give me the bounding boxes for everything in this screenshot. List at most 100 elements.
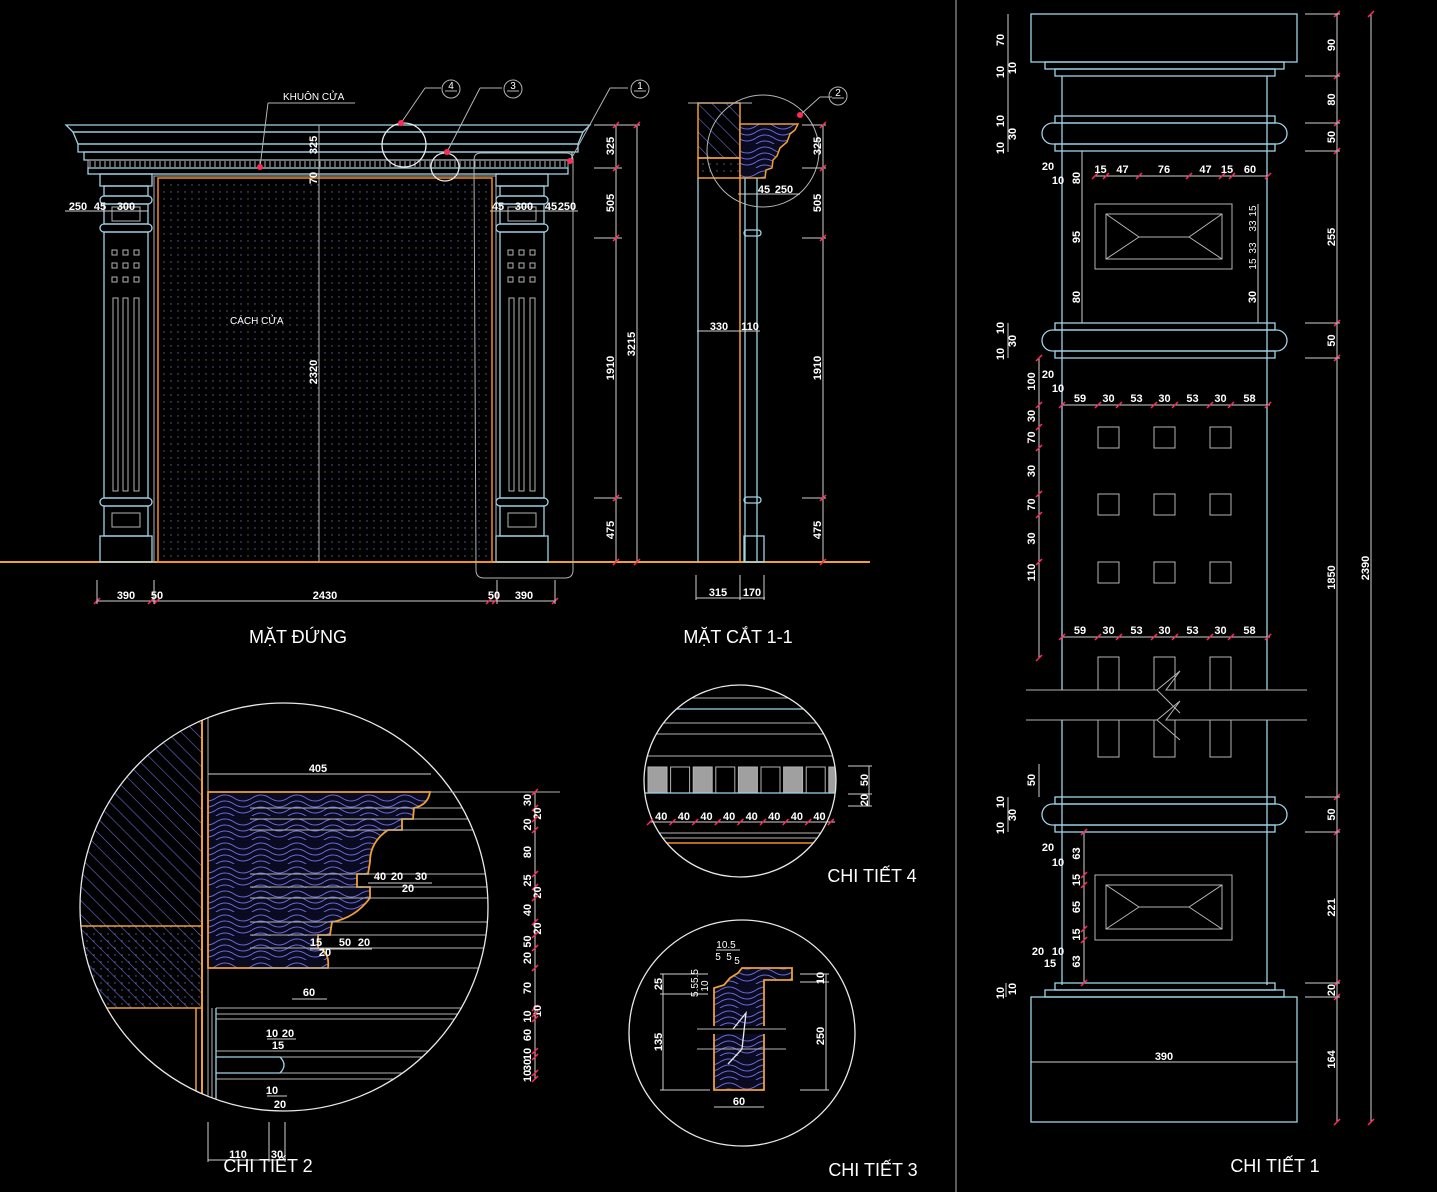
dim-text: 330: [710, 321, 728, 333]
dim-text: 20: [522, 952, 534, 964]
dim-text: 60: [303, 987, 315, 999]
dim-text: 110: [229, 1149, 247, 1161]
grid-square: [1153, 561, 1176, 584]
dim-text: 505: [605, 194, 617, 212]
dim-text: 40: [678, 811, 690, 823]
dim-text: 10: [995, 822, 1007, 834]
dim-text: 40: [522, 904, 534, 916]
dim-tick: [646, 818, 654, 826]
dim-text: 50: [151, 590, 163, 602]
callout-label: 2: [835, 88, 841, 99]
callout-2[interactable]: 2: [828, 86, 848, 106]
callout-3[interactable]: 3: [503, 79, 523, 99]
callout-label: 1: [637, 81, 643, 92]
dim-text: 3215: [626, 332, 638, 356]
callout-label: 3: [510, 81, 516, 92]
dim-text: 30: [1007, 128, 1019, 140]
dim-text: 30: [1026, 465, 1038, 477]
dim-text: 65: [1071, 901, 1083, 913]
dim-text: 10: [522, 1010, 534, 1022]
square-grid: [1097, 426, 1232, 584]
dim-text: 221: [1326, 898, 1338, 916]
dim-text: 20: [532, 886, 544, 898]
dim-text: 15: [1071, 874, 1083, 886]
dim-tick: [1035, 490, 1043, 498]
dim-tick: [531, 1010, 539, 1018]
dim-text: 325: [605, 137, 617, 155]
callout-1[interactable]: 1: [630, 79, 650, 99]
dim-text: 10: [995, 115, 1007, 127]
dentil-block: [805, 766, 826, 794]
dim-text: 30: [415, 871, 427, 883]
dim-text: 53: [1130, 393, 1142, 405]
dim-tick: [1115, 633, 1123, 641]
label-khuon-cua: KHUÔN CỬA: [283, 90, 345, 103]
dim-text: 390: [1155, 1051, 1173, 1063]
dim-tick: [759, 818, 767, 826]
dim-text: 58: [1243, 625, 1255, 637]
view-title-elevation: MẶT ĐỨNG: [249, 626, 347, 647]
dim-text: 5: [715, 952, 721, 963]
dim-text: 30: [1158, 625, 1170, 637]
dim-tick: [1080, 979, 1088, 987]
dim-text: 2320: [308, 360, 320, 384]
dim-tick: [531, 931, 539, 939]
dim-tick: [1080, 828, 1088, 836]
dim-text: 20: [358, 937, 370, 949]
dim-text: 30: [1007, 335, 1019, 347]
elevation-dimensions: 390 50 2430 50 390 250 45 300 45 300 45 …: [65, 121, 641, 605]
dim-text: 505: [812, 194, 824, 212]
dim-text: 110: [1026, 564, 1038, 582]
dim-text: 1850: [1326, 565, 1338, 589]
callout-4[interactable]: 4: [441, 79, 461, 99]
dim-tick: [1035, 511, 1043, 519]
dim-text: 45: [94, 201, 106, 213]
dim-tick: [1150, 633, 1158, 641]
dim-text: 110: [741, 321, 759, 333]
dim-text: 2390: [1360, 556, 1372, 580]
dim-text: 10: [522, 1048, 534, 1060]
dim-text: 250: [815, 1027, 827, 1045]
dim-text: 70: [1026, 431, 1038, 443]
dim-text: 15: [1221, 164, 1233, 176]
dim-tick: [1227, 633, 1235, 641]
dentil-block: [737, 766, 758, 794]
dim-text: 255: [1326, 228, 1338, 246]
grid-square: [1153, 426, 1176, 449]
view-title-detail4: CHI TIẾT 4: [827, 865, 916, 886]
view-title-detail1: CHI TIẾT 1: [1230, 1155, 1319, 1176]
dim-text: 15: [310, 937, 322, 949]
dim-text: 45: [758, 184, 770, 196]
label-cach-cua: CÁCH CỬA: [230, 314, 284, 327]
dim-tick: [1367, 10, 1375, 18]
dim-tick: [1171, 401, 1179, 409]
dim-text: 10.5: [716, 940, 736, 951]
dim-text: 50: [1026, 774, 1038, 786]
dim-tick: [531, 1004, 539, 1012]
grid-square: [1153, 493, 1176, 516]
dim-tick: [1218, 172, 1226, 180]
dentil-block: [783, 766, 804, 794]
dim-tick: [1080, 881, 1088, 889]
dim-text: 170: [743, 587, 761, 599]
dim-tick: [531, 918, 539, 926]
callouts: 4 3 1: [257, 79, 650, 579]
dim-text: 20: [522, 818, 534, 830]
dim-text: 80: [522, 846, 534, 858]
dim-tick: [1058, 633, 1066, 641]
dim-text: 20: [1032, 946, 1044, 958]
dim-tick: [1080, 936, 1088, 944]
dim-text: 40: [723, 811, 735, 823]
dim-tick: [1035, 401, 1043, 409]
dim-text: 10: [1052, 946, 1064, 958]
dim-text: 10: [995, 322, 1007, 334]
dim-text: 10: [995, 348, 1007, 360]
dim-text: 50: [1326, 131, 1338, 143]
dim-text: 20: [391, 871, 403, 883]
dim-tick: [531, 944, 539, 952]
dim-text: 30: [1007, 809, 1019, 821]
